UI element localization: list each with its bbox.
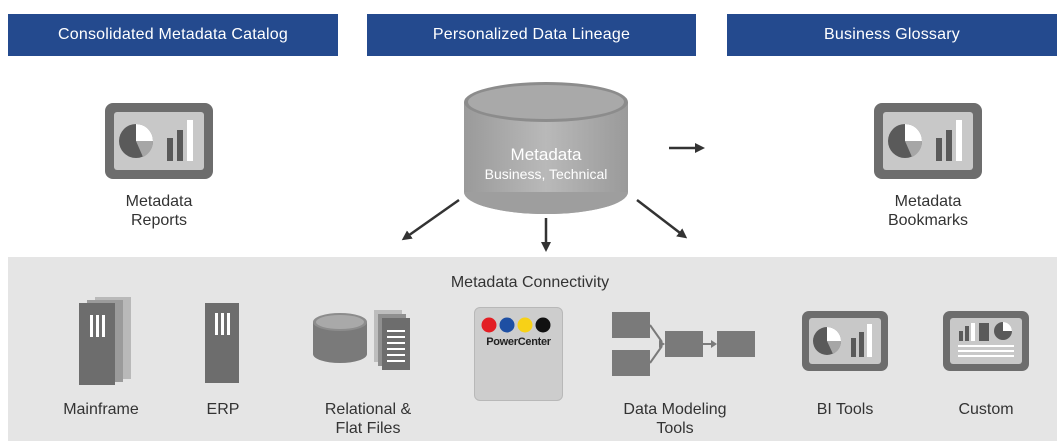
bi-tools-label: BI Tools — [816, 401, 874, 418]
center-subtitle: Business, Technical — [484, 166, 608, 182]
connectivity-title: Metadata Connectivity — [450, 274, 610, 291]
data-modeling-line1: Data Modeling — [623, 401, 727, 418]
custom-icon — [943, 311, 1029, 371]
metadata-bookmarks-line2: Bookmarks — [887, 212, 969, 229]
relational-line1: Relational & — [324, 401, 412, 418]
relational-line2: Flat Files — [335, 420, 401, 437]
data-modeling-tools-icon — [612, 312, 755, 376]
metadata-bookmarks-label: Metadata Bookmarks — [858, 192, 998, 230]
mainframe-label: Mainframe — [63, 401, 139, 418]
data-modeling-tools-label: Data Modeling Tools — [595, 400, 755, 438]
bi-tools-icon — [802, 311, 888, 371]
powercenter-box: PowerCenter — [474, 307, 563, 401]
erp-icon — [205, 303, 239, 383]
erp-label: ERP — [206, 401, 240, 418]
banner-personalized-data-lineage[interactable]: Personalized Data Lineage — [367, 14, 696, 56]
relational-flat-files-icon — [313, 310, 410, 370]
arrow-right — [636, 199, 688, 239]
relational-flat-files-label: Relational & Flat Files — [298, 400, 438, 438]
powercenter-label: PowerCenter — [486, 336, 551, 348]
custom-label: Custom — [958, 401, 1014, 418]
metadata-reports-line1: Metadata — [125, 193, 193, 210]
powercenter-logo-dots-icon — [481, 317, 551, 333]
mainframe-icon — [79, 297, 131, 385]
metadata-database-icon — [464, 82, 628, 214]
metadata-bookmarks-icon — [874, 103, 982, 179]
arrow-left — [401, 198, 460, 241]
metadata-reports-line2: Reports — [130, 212, 188, 229]
banner-business-glossary[interactable]: Business Glossary — [727, 14, 1057, 56]
metadata-reports-label: Metadata Reports — [99, 192, 219, 230]
metadata-bookmarks-line1: Metadata — [894, 193, 962, 210]
metadata-reports-icon — [105, 103, 213, 179]
center-title: Metadata — [510, 145, 582, 164]
banner-consolidated-metadata-catalog[interactable]: Consolidated Metadata Catalog — [8, 14, 338, 56]
data-modeling-line2: Tools — [656, 420, 694, 437]
